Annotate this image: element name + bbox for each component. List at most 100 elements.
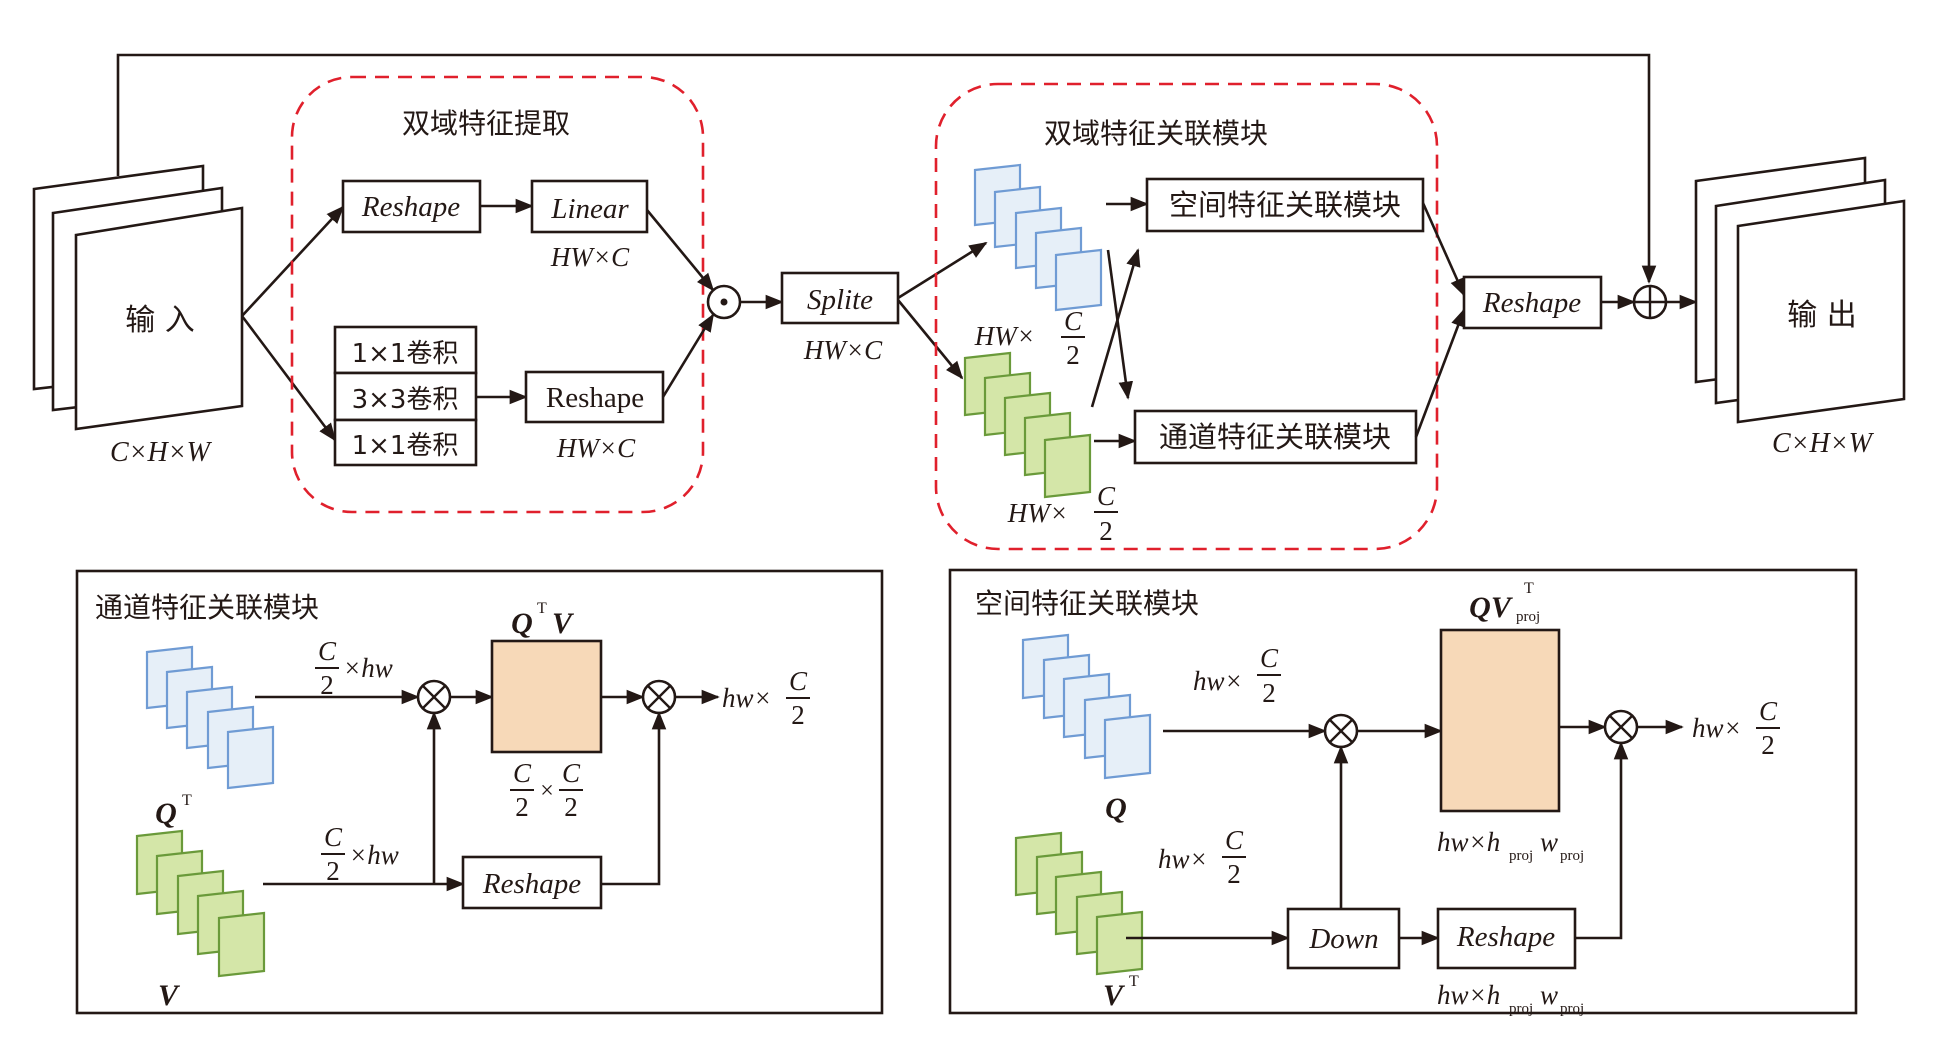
skip-connection-line [116,53,1657,284]
split-label: Splite [807,284,873,316]
arrow-channel-to-reshape [1414,308,1466,438]
svg-text:2: 2 [1066,340,1080,370]
svg-text:×hw: ×hw [349,840,399,870]
linear-label: Linear [550,193,629,225]
svg-text:2: 2 [564,792,578,822]
channel-reshape-label: Reshape [482,868,581,900]
svg-text:2: 2 [320,670,334,700]
conv-1x1-top-label: 1×1卷积 [352,339,459,369]
svg-text:C: C [513,758,532,788]
spatial-query-edge-label: hw× C 2 [1193,643,1281,708]
svg-text:2: 2 [1761,730,1775,760]
query-feature-stack [973,163,1103,312]
channel-query-edge-label: C 2 ×hw [315,636,393,700]
svg-text:C: C [562,758,581,788]
svg-text:T: T [1129,973,1139,990]
reshape-final-box [1462,275,1603,330]
svg-text:T: T [182,792,192,809]
channel-module-box [1133,409,1418,465]
svg-text:2: 2 [1099,516,1113,546]
matmul-icon-1 [416,679,452,715]
linear-box [530,179,649,234]
split-box [780,271,900,325]
svg-text:Q: Q [511,607,533,640]
svg-text:proj: proj [1560,1001,1584,1017]
arrow-split-to-query [897,241,988,300]
input-label: 输 入 [125,303,195,338]
arrow-split-to-value [896,299,964,380]
reshape-final-label: Reshape [1482,287,1581,319]
channel-attention-matrix [490,639,603,754]
output-label: 输 出 [1787,298,1857,333]
element-sum-icon [1632,284,1668,320]
dual-extract-title: 双域特征提取 [402,107,570,140]
svg-text:T: T [1524,580,1534,597]
spatial-matrix-label: QV T proj [1469,580,1540,625]
down-label: Down [1308,923,1378,955]
spatial-matmul-icon-1 [1323,713,1359,749]
spatial-reshape-shape-label: hw×h proj w proj [1437,980,1584,1017]
channel-reshape-box [461,855,603,910]
channel-matrix-label: Q T V [511,600,575,640]
svg-text:C: C [1097,481,1116,511]
channel-output-label: hw× C 2 [722,666,810,730]
svg-text:hw×: hw× [1692,713,1742,743]
svg-text:×hw: ×hw [343,653,393,683]
svg-text:Q: Q [155,797,177,830]
spatial-query-stack [1021,633,1152,780]
arrow-value-to-spatial [1090,248,1141,408]
svg-text:C: C [1225,825,1244,855]
svg-text:hw×h: hw×h [1437,827,1500,857]
spatial-value-edge-label: hw× C 2 [1158,825,1246,889]
spatial-value-stack [1014,831,1144,976]
arrow-input-to-conv [240,315,337,442]
svg-text:2: 2 [326,856,340,886]
matmul-icon-2 [641,679,677,715]
linear-shape-label: HW×C [550,242,630,272]
svg-text:hw×h: hw×h [1437,980,1500,1010]
svg-text:QV: QV [1469,591,1514,624]
svg-text:C: C [1260,643,1279,673]
conv-3x3-label: 3×3卷积 [352,385,459,415]
query-shape-label: HW× C 2 [974,306,1085,370]
hadamard-product-icon [706,284,742,320]
spatial-output-label: hw× C 2 [1692,696,1780,760]
svg-text:proj: proj [1509,1001,1533,1017]
svg-text:2: 2 [1227,859,1241,889]
svg-text:HW×: HW× [1007,498,1068,528]
svg-text:2: 2 [791,700,805,730]
value-feature-stack [963,351,1092,499]
spatial-attention-matrix [1439,628,1561,813]
spatial-value-label: V T [1103,973,1139,1012]
arrow-reshape-to-mult2 [601,711,667,886]
svg-text:C: C [324,822,343,852]
svg-text:V: V [552,607,575,640]
svg-text:×: × [540,778,554,804]
svg-text:T: T [537,600,547,617]
conv-1x1-bottom-label: 1×1卷积 [352,431,459,461]
split-shape-label: HW×C [803,335,883,365]
channel-value-stack [135,829,266,978]
reshape-top-label: Reshape [361,191,460,223]
dual-assoc-region [934,82,1439,551]
arrow-reshape-to-mult2 [1575,741,1629,940]
svg-text:proj: proj [1560,848,1584,864]
spatial-module-label: 空间特征关联模块 [1169,188,1401,222]
svg-text:2: 2 [515,792,529,822]
channel-module-label: 通道特征关联模块 [1159,420,1391,454]
svg-text:HW×: HW× [974,321,1035,351]
svg-text:C: C [1064,306,1083,336]
output-shape-label: C×H×W [1772,428,1875,459]
reshape-bottom-label: Reshape [546,382,644,414]
channel-query-stack [145,645,275,790]
dual-assoc-title: 双域特征关联模块 [1044,117,1268,150]
reshape-bottom-shape-label: HW×C [556,433,636,463]
spatial-matmul-icon-2 [1603,709,1639,745]
channel-panel-title: 通道特征关联模块 [95,591,319,624]
spatial-query-label: Q [1105,792,1127,825]
dual-extract-region [290,75,705,514]
svg-text:V: V [1103,979,1126,1012]
arrow-linear-to-hadamard [645,209,715,292]
channel-query-label: Q T [155,792,192,830]
